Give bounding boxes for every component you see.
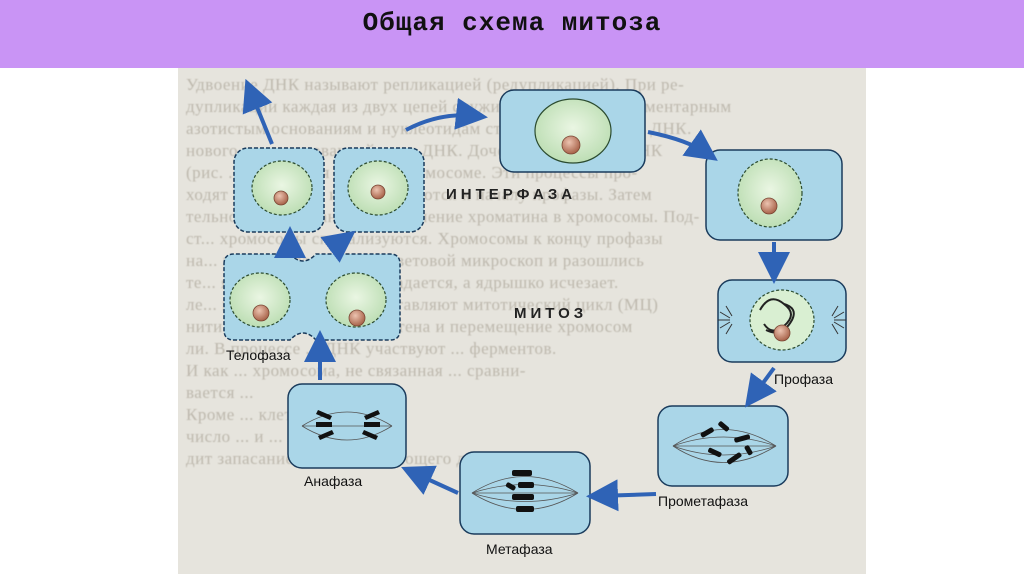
mitosis-figure: Удвоение ДНК называют репликацией (редуп… <box>178 68 866 574</box>
arrow-to-metaphase <box>586 479 657 512</box>
telophase-cell <box>223 253 401 341</box>
prophase-label: Профаза <box>774 371 833 387</box>
telophase-label: Телофаза <box>226 347 291 363</box>
interphase-label: ИНТЕРФАЗА <box>446 186 576 203</box>
daughter-cell-left <box>233 147 325 233</box>
prometaphase-cell <box>657 405 789 487</box>
background-text-line: И как ... хромосома, не связанная ... ср… <box>186 361 526 380</box>
arrow-to-interphase-right <box>647 129 718 161</box>
interphase-cell-right <box>705 149 843 241</box>
background-text-line: ли. В процессе ... ДНК участвуют ... фер… <box>186 339 557 358</box>
slide-title: Общая схема митоза <box>362 8 662 38</box>
metaphase-cell <box>459 451 591 535</box>
cycle-arrows <box>242 78 790 512</box>
arrow-to-interphase <box>405 97 488 132</box>
metaphase-label: Метафаза <box>486 541 553 557</box>
background-text-line: вается ... <box>186 383 254 402</box>
prometaphase-label: Прометафаза <box>658 493 748 509</box>
mitosis-label: МИТОЗ <box>514 305 587 322</box>
arrow-to-anaphase <box>401 465 459 495</box>
prophase-cell <box>717 279 847 363</box>
mitosis-cycle-diagram: ИНТЕРФАЗА МИТОЗ Телофаза Профаза Анафаза… <box>223 78 847 557</box>
anaphase-label: Анафаза <box>304 473 362 489</box>
arrow-out-top-left <box>242 78 274 145</box>
arrow-to-prometaphase <box>744 366 777 408</box>
anaphase-cell <box>287 383 407 469</box>
interphase-cell-top <box>499 89 646 173</box>
arrow-to-daughter-right <box>320 230 356 263</box>
daughter-cell-right <box>333 147 425 233</box>
